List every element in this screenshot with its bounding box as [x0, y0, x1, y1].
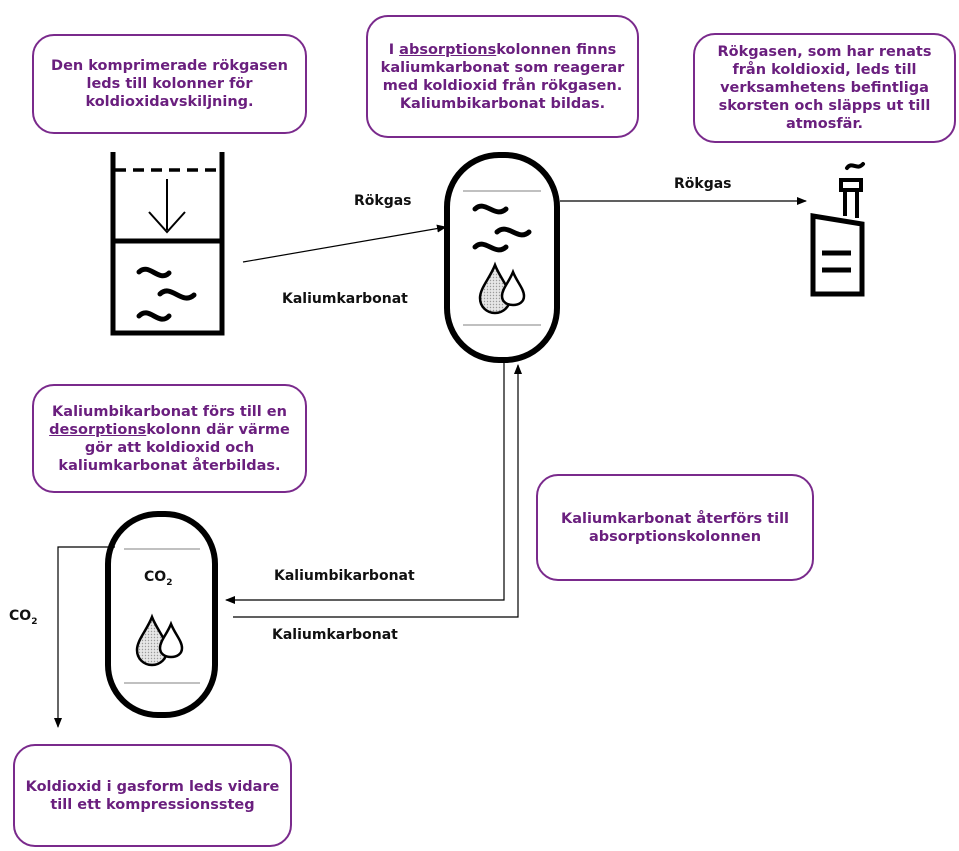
chimney-info-text: Rökgasen, som har renats från koldioxid,… — [717, 44, 932, 132]
co2-output-box: Koldioxid i gasform leds vidare till ett… — [13, 744, 292, 847]
carbonate-return-arrow — [233, 364, 522, 618]
desorption-info-box: Kaliumbikarbonat förs till en desorption… — [32, 384, 307, 493]
co2-out-arrow — [54, 546, 115, 728]
co2-side-sub: 2 — [31, 616, 38, 627]
desorption-underlined: desorptions — [49, 421, 147, 438]
flue-gas-in-arrow — [242, 224, 447, 263]
carbonate-return-label: Kaliumkarbonat — [272, 627, 398, 643]
absorption-column — [444, 152, 560, 363]
return-info-text: Kaliumkarbonat återförs till absorptions… — [560, 510, 790, 545]
co2-column-label: CO2 — [144, 569, 172, 588]
chimney-info-box: Rökgasen, som har renats från koldioxid,… — [693, 33, 956, 143]
co2-output-text: Koldioxid i gasform leds vidare till ett… — [25, 778, 280, 813]
absorption-pre: I — [388, 41, 400, 58]
co2-side-main: CO — [9, 608, 32, 624]
desorption-post: kolonn där värme gör att koldioxid och k… — [58, 421, 290, 474]
gas-wave-icon — [136, 266, 197, 322]
liquid-drops-icon — [135, 613, 184, 667]
desorption-column — [105, 511, 218, 718]
return-info-box: Kaliumkarbonat återförs till absorptions… — [536, 474, 814, 581]
flue-gas-in-label: Rökgas — [354, 193, 412, 209]
absorption-info-text: I absorptionskolonnen finns kaliumkarbon… — [378, 41, 627, 113]
flue-gas-out-label: Rökgas — [674, 176, 732, 192]
chimney-icon — [810, 178, 865, 297]
compress-info-box: Den komprimerade rökgasen leds till kolo… — [32, 34, 307, 134]
desorption-pre: Kaliumbikarbonat förs till en — [52, 403, 287, 420]
carbonate-absorber-label: Kaliumkarbonat — [282, 291, 408, 307]
co2-side-label: CO2 — [9, 608, 37, 627]
liquid-drops-icon — [478, 261, 526, 315]
absorption-info-box: I absorptionskolonnen finns kaliumkarbon… — [366, 15, 639, 138]
bicarbonate-flow-arrow — [225, 361, 505, 604]
co2-column-sub: 2 — [166, 577, 173, 588]
gas-wave-icon — [472, 203, 532, 253]
compressor-piston-icon — [110, 152, 225, 336]
absorption-underlined: absorptions — [399, 41, 497, 58]
bicarbonate-label: Kaliumbikarbonat — [274, 568, 415, 584]
smoke-icon — [845, 162, 865, 170]
desorption-info-text: Kaliumbikarbonat förs till en desorption… — [44, 403, 295, 475]
co2-column-main: CO — [144, 569, 167, 585]
compress-info-text: Den komprimerade rökgasen leds till kolo… — [51, 58, 288, 110]
absorption-post: kolonnen finns kaliumkarbonat som reager… — [380, 41, 625, 112]
